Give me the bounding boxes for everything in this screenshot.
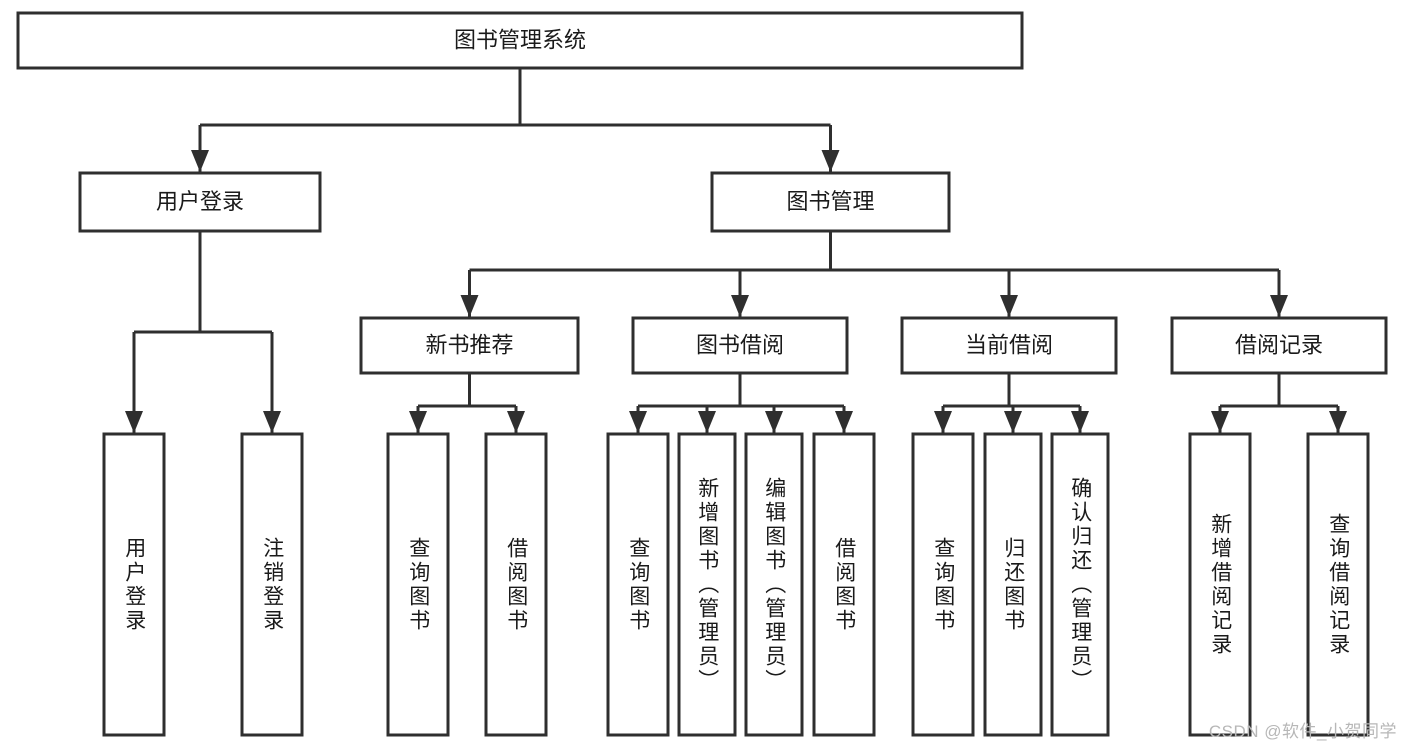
node-label-borrow-record: 借阅记录 xyxy=(1235,332,1323,357)
arrow-head-icon xyxy=(125,411,143,433)
node-label-book-borrow: 图书借阅 xyxy=(696,332,784,357)
node-box-leaf-borrow-book-1[interactable] xyxy=(484,432,548,737)
node-box-leaf-return-book[interactable] xyxy=(983,432,1043,737)
node-box-leaf-confirm-return[interactable] xyxy=(1050,432,1110,737)
node-box-book-borrow[interactable] xyxy=(631,316,849,375)
node-box-leaf-add-book[interactable] xyxy=(677,432,737,737)
node-label-root: 图书管理系统 xyxy=(454,27,586,52)
arrow-head-icon xyxy=(1211,411,1229,433)
arrow-head-icon xyxy=(409,411,427,433)
node-box-root[interactable] xyxy=(16,11,1024,70)
node-box-leaf-logout[interactable] xyxy=(240,432,304,737)
arrow-head-icon xyxy=(1329,411,1347,433)
arrow-head-icon xyxy=(1270,295,1288,317)
node-box-current-borrow[interactable] xyxy=(900,316,1118,375)
node-box-leaf-query-book-2[interactable] xyxy=(606,432,670,737)
arrow-head-icon xyxy=(629,411,647,433)
node-box-new-book-recommend[interactable] xyxy=(359,316,580,375)
arrow-head-icon xyxy=(765,411,783,433)
connector-lines xyxy=(125,68,1347,433)
node-label-book-management: 图书管理 xyxy=(786,189,874,214)
arrow-head-icon xyxy=(934,411,952,433)
node-box-leaf-query-book-3[interactable] xyxy=(911,432,975,737)
node-box-user-login[interactable] xyxy=(78,171,322,233)
arrow-head-icon xyxy=(263,411,281,433)
node-label-user-login: 用户登录 xyxy=(156,189,244,214)
node-box-leaf-query-record[interactable] xyxy=(1306,432,1370,737)
arrow-head-icon xyxy=(507,411,525,433)
node-box-leaf-edit-book[interactable] xyxy=(744,432,804,737)
node-box-leaf-borrow-book-2[interactable] xyxy=(812,432,876,737)
arrow-head-icon xyxy=(1000,295,1018,317)
arrow-head-icon xyxy=(460,295,479,317)
node-box-leaf-user-login[interactable] xyxy=(102,432,166,737)
arrow-head-icon xyxy=(1071,411,1089,433)
node-label-current-borrow: 当前借阅 xyxy=(965,332,1053,357)
arrow-head-icon xyxy=(1004,411,1022,433)
node-box-book-management[interactable] xyxy=(710,171,951,233)
node-label-new-book-recommend: 新书推荐 xyxy=(425,332,513,357)
node-box-leaf-add-record[interactable] xyxy=(1188,432,1252,737)
arrow-head-icon xyxy=(191,150,209,172)
node-box-borrow-record[interactable] xyxy=(1170,316,1388,375)
csdn-watermark: CSDN @软件_小贺同学 xyxy=(1208,722,1397,741)
node-box-leaf-query-book-1[interactable] xyxy=(386,432,450,737)
arrow-head-icon xyxy=(731,295,749,317)
arrow-head-icon xyxy=(698,411,716,433)
arrow-head-icon xyxy=(821,150,840,172)
arrow-head-icon xyxy=(835,411,853,433)
node-boxes xyxy=(16,11,1388,737)
